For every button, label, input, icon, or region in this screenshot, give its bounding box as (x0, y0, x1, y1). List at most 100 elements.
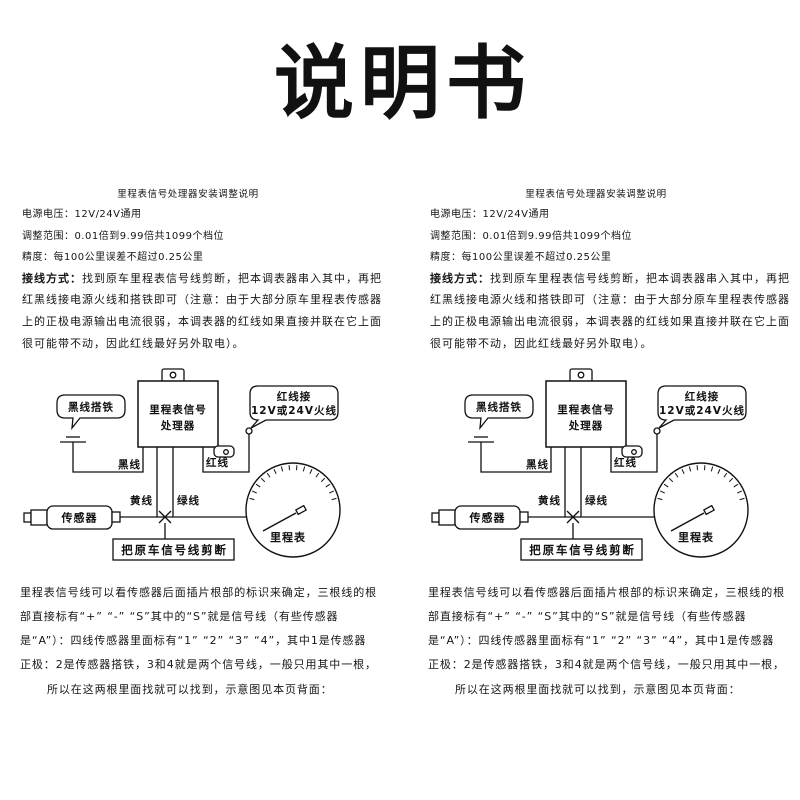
odometer-tick (255, 483, 261, 488)
odometer-tick (325, 483, 331, 488)
note-line-1: 里程表信号线可以看传感器后面插片根部的标识来确定，三根线的根 (428, 586, 785, 599)
odometer-tick (663, 483, 669, 488)
red-wire (610, 434, 658, 473)
sensor-connector-tip (23, 512, 32, 523)
black-wire (480, 442, 552, 473)
wiring-label: 接线方式： (430, 272, 490, 285)
odometer-tick (280, 466, 284, 472)
odometer-tick (309, 469, 313, 474)
odometer-tick (733, 483, 739, 488)
odometer-tick (688, 466, 692, 472)
red-wire-label: 红线 (614, 456, 637, 469)
odometer-tick (315, 472, 320, 478)
cut-mark-stroke-2 (158, 510, 172, 524)
ground-callout-bubble (464, 394, 534, 431)
odometer-ticks (657, 465, 745, 501)
wiring-line-3: 上的正极电源输出电流很弱，本调表器的红线如果直接并联在它上面 (22, 315, 382, 328)
wiring-diagram: 黑线搭铁 红线接 12V或24V火线 里程表信号 处理器 黑线 红线 黄线 绿线 (431, 368, 749, 561)
note-line-1: 里程表信号线可以看传感器后面插片根部的标识来确定，三根线的根 (20, 586, 377, 599)
odometer-tick (302, 466, 306, 472)
sensor-connector (438, 509, 456, 526)
odometer-needle (262, 512, 297, 532)
wiring-line-4: 很可能带不动，因此红线最好另外取电）。 (430, 337, 653, 350)
odometer-tick (737, 490, 742, 494)
odometer-label: 里程表 (270, 530, 306, 544)
wiring-line-3: 上的正极电源输出电流很弱，本调表器的红线如果直接并联在它上面 (430, 315, 790, 328)
red-wire-label: 红线 (206, 456, 229, 469)
wiring-text-1: 找到原车里程表信号线剪断，把本调表器串入其中，再把 (490, 272, 790, 285)
odometer-tick (249, 497, 255, 501)
sensor-label: 传感器 (469, 511, 506, 525)
document-copy-right: 里程表信号处理器安装调整说明 电源电压：12V/24V通用 调整范围：0.01倍… (428, 0, 798, 800)
odometer-dial (653, 462, 749, 558)
mount-hole-bottom (223, 449, 229, 455)
power-callout-bubble (657, 385, 747, 429)
cut-note-text: 把原车信号线剪断 (529, 543, 635, 557)
odometer-tick (739, 497, 745, 501)
odometer-tick (723, 472, 728, 478)
power-terminal (653, 427, 661, 435)
odometer-tick (674, 472, 679, 478)
processor-label-line-1: 里程表信号 (557, 403, 615, 416)
odometer-tick (329, 490, 334, 494)
sensor-plug-stub (111, 511, 121, 523)
processor-box (137, 380, 219, 448)
red-wire (202, 434, 250, 473)
spec-adjust-range: 调整范围：0.01倍到9.99倍共1099个档位 (22, 231, 224, 242)
odometer-tick (252, 490, 257, 494)
note-line-3: 是“A”）：四线传感器里面标有“1” “2” “3” “4”，其中1是传感器 (20, 634, 367, 647)
odometer-tick (660, 490, 665, 494)
wiring-line-2: 红黑线接电源火线和搭铁即可（注意：由于大部分原车里程表传感器 (430, 293, 790, 306)
sensor-plug-stub (519, 511, 529, 523)
document-copy-left: 里程表信号处理器安装调整说明 电源电压：12V/24V通用 调整范围：0.01倍… (20, 0, 390, 800)
wiring-line-2: 红黑线接电源火线和搭铁即可（注意：由于大部分原车里程表传感器 (22, 293, 382, 306)
odometer-needle-head (294, 504, 308, 516)
odometer-dial (245, 462, 341, 558)
processor-label-line-2: 处理器 (160, 419, 196, 432)
cut-note-text: 把原车信号线剪断 (121, 543, 227, 557)
odometer-needle (670, 512, 705, 532)
document-title: 里程表信号处理器安装调整说明 (525, 189, 667, 200)
odometer-tick (320, 477, 326, 483)
black-wire-label: 黑线 (118, 458, 141, 471)
cut-note-box (112, 538, 235, 561)
spec-precision: 精度：每100公里误差不超过0.25公里 (430, 252, 612, 263)
power-terminal (245, 427, 253, 435)
power-callout-text-2: 12V或24V火线 (659, 404, 745, 417)
green-wire-label: 绿线 (585, 494, 608, 507)
power-callout-text-2: 12V或24V火线 (251, 404, 337, 417)
power-callout-text-1: 红线接 (277, 390, 312, 403)
cut-note-box (520, 538, 643, 561)
note-line-4: 正极：2是传感器搭铁，3和4就是两个信号线，一般只用其中一根， (428, 658, 785, 671)
odometer-tick (728, 477, 734, 483)
processor-label-line-2: 处理器 (568, 419, 604, 432)
mount-hole-top (169, 371, 177, 379)
odometer-tick (717, 469, 721, 474)
power-callout-bubble (249, 385, 339, 429)
wiring-label: 接线方式： (22, 272, 82, 285)
odometer-tick (668, 477, 674, 483)
odometer-label: 里程表 (678, 530, 714, 544)
black-wire-label: 黑线 (526, 458, 549, 471)
odometer-needle-head (702, 504, 716, 516)
note-line-5: 所以在这两根里面找就可以找到，示意图见本页背面： (455, 683, 741, 696)
odometer-tick (273, 469, 277, 474)
odometer-ticks (249, 465, 337, 501)
mount-hole-bottom (631, 449, 637, 455)
odometer-tick (331, 497, 337, 501)
wiring-line-4: 很可能带不动，因此红线最好另外取电）。 (22, 337, 245, 350)
wiring-line-1: 接线方式：找到原车里程表信号线剪断，把本调表器串入其中，再把 (22, 272, 382, 285)
green-wire-label: 绿线 (177, 494, 200, 507)
wiring-line-1: 接线方式：找到原车里程表信号线剪断，把本调表器串入其中，再把 (430, 272, 790, 285)
odometer-tick (657, 497, 663, 501)
spec-precision: 精度：每100公里误差不超过0.25公里 (22, 252, 204, 263)
sensor-label: 传感器 (61, 511, 98, 525)
sensor-connector (30, 509, 48, 526)
spec-power-voltage: 电源电压：12V/24V通用 (430, 209, 550, 220)
cut-mark-stroke-2 (566, 510, 580, 524)
note-line-5: 所以在这两根里面找就可以找到，示意图见本页背面： (47, 683, 333, 696)
odometer-tick (260, 477, 266, 483)
spec-adjust-range: 调整范围：0.01倍到9.99倍共1099个档位 (430, 231, 632, 242)
odometer-tick (710, 466, 714, 472)
sensor-connector-tip (431, 512, 440, 523)
